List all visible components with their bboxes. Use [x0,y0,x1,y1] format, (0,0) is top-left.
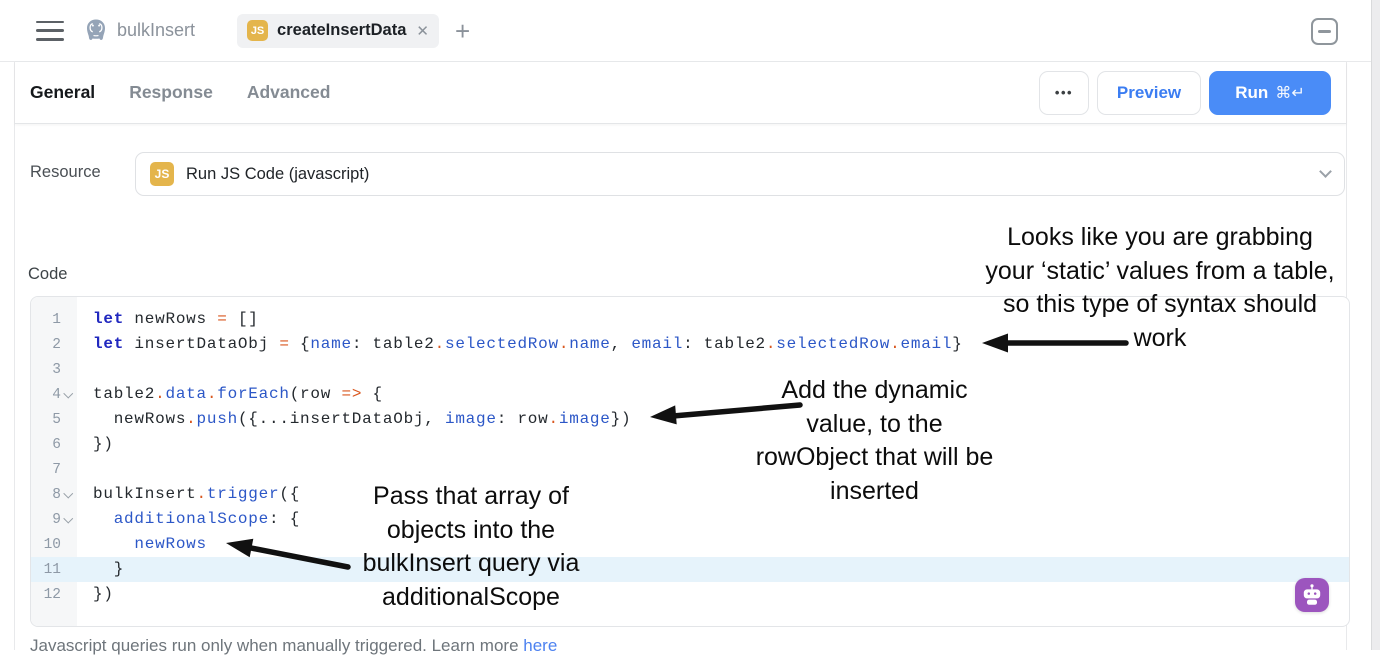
code-line[interactable] [77,457,1349,482]
js-badge-icon: JS [247,20,269,41]
footer-text: Javascript queries run only when manuall… [30,636,524,655]
tab-createinsertdata[interactable]: JS createInsertData ✕ [237,13,439,48]
robot-icon [1303,584,1321,605]
code-line[interactable]: } [77,557,1349,582]
js-badge-icon: JS [150,162,174,186]
annotation-line: Looks like you are grabbing [1007,223,1313,251]
code-line[interactable] [77,357,1349,382]
collapse-panel-icon[interactable] [1311,18,1338,45]
resource-select[interactable]: JS Run JS Code (javascript) [135,152,1345,196]
line-number[interactable]: 8 [31,482,77,507]
run-label: Run [1235,82,1269,102]
code-line[interactable]: let newRows = [] [93,310,259,328]
tab-general[interactable]: General [30,82,96,102]
code-line[interactable]: }) [93,585,114,603]
menu-icon[interactable] [36,20,64,41]
line-number[interactable]: 11 [31,557,77,582]
footer-note: Javascript queries run only when manuall… [30,636,557,656]
line-number[interactable]: 4 [31,382,77,407]
code-line[interactable]: newRows [134,535,207,553]
fold-chevron-icon[interactable] [61,392,75,397]
add-tab-button[interactable]: + [454,15,471,46]
preview-button[interactable]: Preview [1097,70,1201,115]
run-shortcut-icon: ⌘↵ [1275,83,1305,102]
tab-advanced[interactable]: Advanced [246,82,331,102]
line-number[interactable]: 12 [43,586,61,603]
tab-response[interactable]: Response [129,82,213,102]
fold-chevron-icon[interactable] [61,517,75,522]
code-line[interactable]: bulkInsert.trigger({ [93,485,301,503]
more-options-button[interactable]: ••• [1039,70,1089,115]
postgresql-icon [87,18,105,40]
code-line[interactable]: let insertDataObj = {name: table2.select… [93,335,963,353]
run-button[interactable]: Run ⌘↵ [1209,70,1331,115]
code-lines[interactable]: let newRows = [] let insertDataObj = {nam… [77,297,1349,626]
line-number[interactable]: 3 [52,361,61,378]
line-number[interactable]: 5 [52,411,61,428]
line-number[interactable]: 6 [52,436,61,453]
code-line[interactable]: table2.data.forEach(row => { [93,385,383,403]
panel-border-left [14,62,15,650]
chevron-down-icon [1319,165,1332,178]
fold-chevron-icon[interactable] [61,492,75,497]
resource-title: bulkInsert [117,20,196,40]
annotation-line: your ‘static’ values from a table, [985,256,1335,285]
resource-value: Run JS Code (javascript) [186,164,370,183]
learn-more-link[interactable]: here [523,636,558,655]
tab-label: createInsertData [277,21,407,39]
code-line[interactable]: additionalScope: { [113,510,301,528]
code-section-label: Code [28,265,68,283]
query-toolbar: General Response Advanced ••• Preview Ru… [15,62,1346,124]
code-line[interactable]: newRows.push({...insertDataObj, image: r… [93,410,632,428]
line-number[interactable]: 9 [31,507,77,532]
chat-assistant-button[interactable] [1295,578,1329,612]
view-tabs: General Response Advanced [30,82,330,103]
resource-label: Resource [30,163,101,181]
close-tab-icon[interactable]: ✕ [416,22,429,40]
line-number[interactable]: 10 [43,536,61,553]
line-number[interactable]: 1 [52,311,61,328]
line-number[interactable]: 2 [52,336,61,353]
line-number[interactable]: 7 [52,461,61,478]
window-edge-strip [1371,0,1380,650]
code-line[interactable]: }) [93,435,114,453]
toolbar-actions: ••• Preview Run ⌘↵ [1039,70,1331,115]
query-header: bulkInsert JS createInsertData ✕ + [0,0,1371,62]
